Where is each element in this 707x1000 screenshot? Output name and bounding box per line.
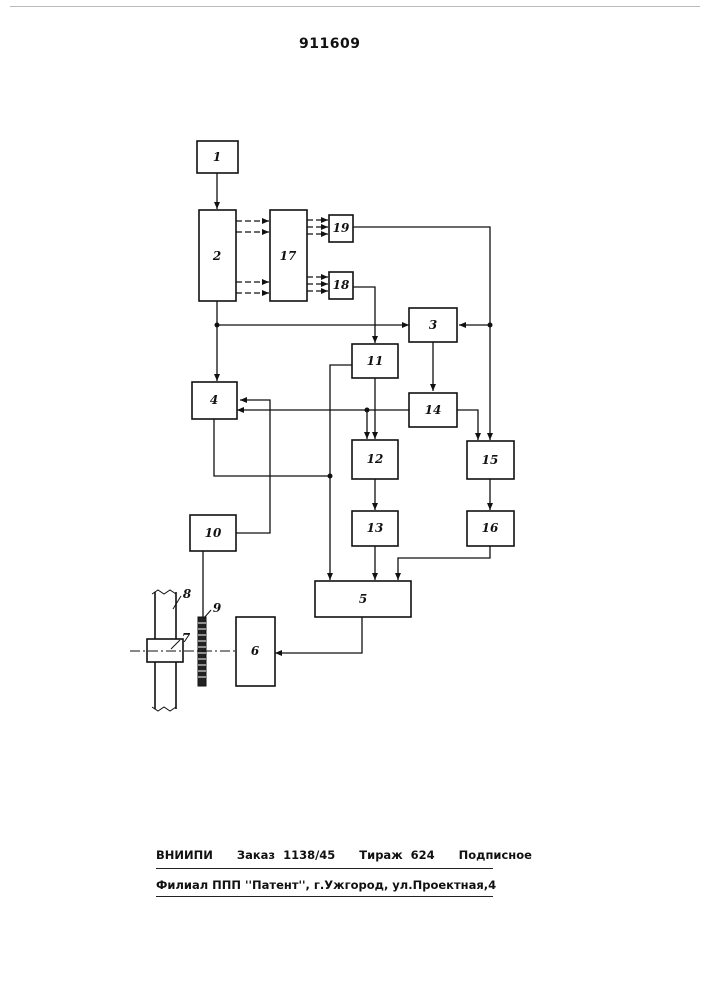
wire-5-6 [275,617,362,653]
block-3-label: 3 [429,318,437,332]
wire-10-4 [236,400,270,533]
footer-address-line: Филиал ППП ''Патент'', г.Ужгород, ул.Про… [156,878,496,892]
block-16: 16 [467,511,514,546]
block-4: 4 [192,382,237,419]
block-1: 1 [197,141,238,173]
wire-11-5 [330,365,352,580]
block-11: 11 [352,344,398,378]
wire-4-node [214,419,330,476]
block-4-label: 4 [210,393,218,407]
wire-2-3 [217,301,409,325]
footer-rule [156,868,493,869]
block-19-label: 19 [333,221,350,235]
wire-16-5 [398,546,490,580]
block-6-label: 6 [251,644,260,658]
block-19: 19 [329,215,353,242]
part-8-label: 8 [183,587,192,601]
block-13-label: 13 [367,521,384,535]
block-1-label: 1 [213,150,221,164]
part-9-label: 9 [213,601,222,615]
blocks: 1 2 3 4 5 6 10 11 12 13 14 15 16 17 18 1… [190,141,514,686]
block-18-label: 18 [333,278,350,292]
block-5: 5 [315,581,411,617]
wire-18-11 [353,287,375,343]
block-12: 12 [352,440,398,479]
wire-14-12 [367,410,409,439]
block-6: 6 [236,617,275,686]
footer-publication-line: ВНИИПИ Заказ 1138/45 Тираж 624 Подписное [156,848,532,862]
block-12-label: 12 [367,452,384,466]
block-14-label: 14 [425,403,442,417]
block-13: 13 [352,511,398,546]
block-17: 17 [270,210,307,301]
shaft-assembly: 8 7 9 [130,587,236,711]
block-10-label: 10 [205,526,222,540]
block-5-label: 5 [359,592,367,606]
block-14: 14 [409,393,457,427]
wire-14-15 [457,410,478,440]
block-3: 3 [409,308,457,342]
block-17-label: 17 [280,249,297,263]
part-7-label: 7 [182,631,191,645]
block-10: 10 [190,515,236,551]
block-18: 18 [329,272,353,299]
block-2: 2 [199,210,236,301]
block-11-label: 11 [367,354,384,368]
block-15-label: 15 [482,453,499,467]
block-16-label: 16 [482,521,499,535]
block-15: 15 [467,441,514,479]
footer-rule [156,896,493,897]
block-2-label: 2 [212,249,221,263]
